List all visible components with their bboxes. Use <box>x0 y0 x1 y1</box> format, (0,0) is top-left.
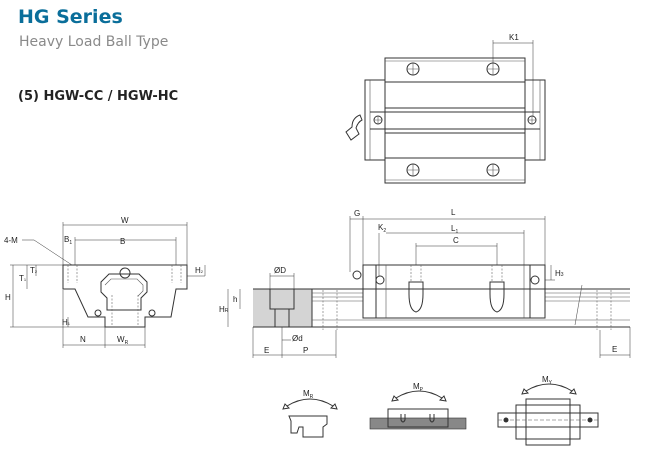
moment-mr: MR <box>303 389 314 400</box>
dim-b1: B1 <box>64 235 72 246</box>
dim-l1: L1 <box>451 224 458 235</box>
moment-my: MY <box>542 375 553 386</box>
dim-h2: H2 <box>195 266 204 275</box>
dim-h3: H3 <box>555 269 564 278</box>
side-view: G L K2 L1 C H3 ØD HR h Ød E P E <box>219 208 631 358</box>
dim-d: Ød <box>292 334 303 343</box>
dim-h: H <box>5 293 11 302</box>
dim-wr: WR <box>117 335 129 346</box>
dim-p: P <box>303 346 308 355</box>
dim-b: B <box>120 237 125 246</box>
moment-diagrams: MR MP MY <box>282 375 599 446</box>
dim-g: G <box>354 209 360 218</box>
dim-n: N <box>80 335 86 344</box>
dim-h1: H1 <box>62 318 71 327</box>
dim-h-small: h <box>233 295 237 304</box>
top-view: K1 <box>345 33 546 184</box>
front-view: W B B1 4-M H T1 T2 H2 H1 N WR <box>4 216 206 348</box>
label-4-m: 4-M <box>4 236 18 245</box>
dim-c: C <box>453 236 459 245</box>
dim-k1: K1 <box>509 33 519 42</box>
dim-hr: HR <box>219 305 229 314</box>
dim-w: W <box>121 216 129 225</box>
model-heading: (5) HGW-CC / HGW-HC <box>18 89 179 104</box>
dim-e-right: E <box>612 345 617 354</box>
dim-od: ØD <box>274 266 286 275</box>
dim-t2: T2 <box>30 266 38 275</box>
series-title: HG Series <box>18 6 123 28</box>
dim-t1: T1 <box>19 274 27 283</box>
dim-e: E <box>264 346 269 355</box>
series-subtitle: Heavy Load Ball Type <box>19 34 169 50</box>
moment-mp: MP <box>413 382 424 393</box>
dim-l: L <box>451 208 456 217</box>
dim-k2: K2 <box>378 223 386 234</box>
